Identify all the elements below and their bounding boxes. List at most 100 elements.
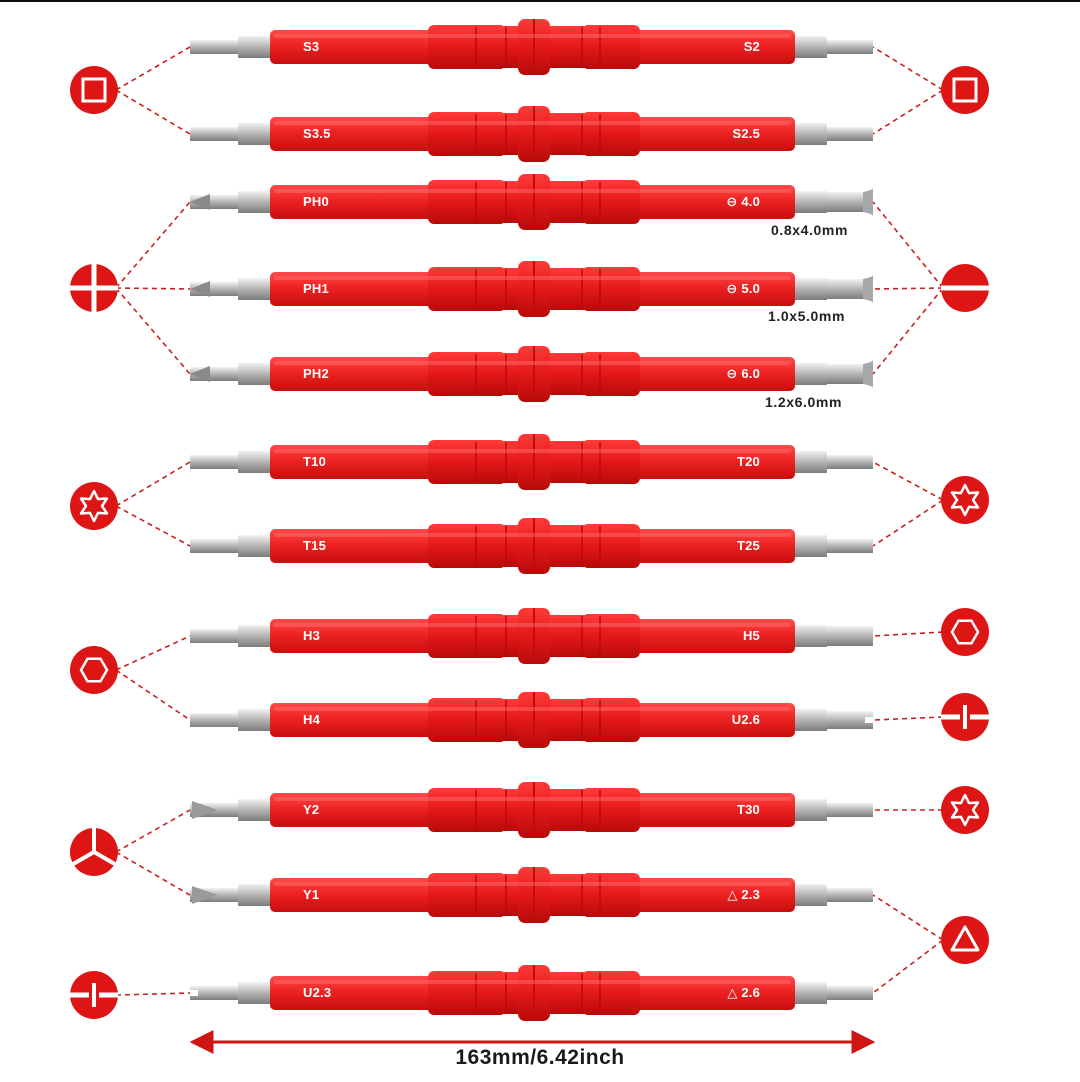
bit-12-left-label: U2.3 (303, 985, 332, 1000)
dashed-line (115, 635, 191, 671)
right-tip-torx (827, 539, 873, 553)
icons-layer (70, 66, 989, 1019)
left-tri-wing-icon-5 (70, 828, 118, 876)
bit-4 (190, 261, 873, 317)
bit-1-right-label: S2 (743, 39, 760, 54)
dashed-line (872, 287, 944, 290)
right-tip-fork (827, 711, 873, 729)
flat-blade (863, 188, 873, 216)
left-tip-torx (190, 539, 238, 553)
flat-blade (863, 275, 873, 303)
bit-7-left-label: T15 (303, 538, 327, 553)
right-flat-slot-icon-2 (941, 264, 989, 312)
dashed-connectors (115, 46, 944, 996)
dashed-line (872, 287, 944, 375)
left-tip-hex (190, 713, 238, 727)
flat-blade (863, 360, 873, 388)
left-tip-torx (190, 455, 238, 469)
bit-10-right-label: T30 (736, 802, 760, 817)
bit-8-right-label: H5 (742, 628, 760, 643)
bit-12-right-label: △ 2.6 (727, 985, 760, 1000)
bit-1-left-label: S3 (303, 39, 320, 54)
right-shaft (795, 799, 827, 821)
bit-7-right-label: T25 (736, 538, 760, 553)
bit-5-left-label: PH2 (303, 366, 329, 381)
right-shaft (795, 278, 827, 300)
left-shaft (238, 363, 270, 385)
spec-label-2: 1.0x5.0mm (768, 308, 846, 324)
right-shaft (795, 36, 827, 58)
phillips-point (190, 281, 210, 297)
left-shaft (238, 191, 270, 213)
right-square-icon-1 (941, 66, 989, 114)
right-tip-hex (827, 626, 873, 646)
phillips-point (190, 194, 210, 210)
right-fork-icon-5 (941, 693, 989, 741)
left-tip-hex (190, 629, 238, 643)
dashed-line (115, 851, 191, 896)
right-hex-icon-4 (941, 608, 989, 656)
left-shaft (238, 799, 270, 821)
left-square-icon-1 (70, 66, 118, 114)
left-phillips-icon-2 (70, 264, 118, 312)
right-tip-flat (827, 279, 873, 299)
left-shaft (238, 709, 270, 731)
left-shaft (238, 36, 270, 58)
dashed-line (115, 669, 191, 721)
dashed-line (872, 461, 944, 501)
dashed-line (872, 631, 944, 637)
left-torx-icon-3 (70, 482, 118, 530)
right-shaft (795, 363, 827, 385)
bit-9-left-label: H4 (303, 712, 321, 727)
bit-6-right-label: T20 (736, 454, 760, 469)
dimension-label: 163mm/6.42inch (455, 1046, 625, 1069)
dashed-line (115, 809, 191, 853)
dashed-line (115, 287, 191, 375)
dashed-line (872, 46, 944, 91)
left-shaft (238, 278, 270, 300)
bit-6-left-label: T10 (303, 454, 327, 469)
dashed-line (872, 716, 944, 721)
bit-6 (190, 434, 873, 490)
spec-label-1: 0.8x4.0mm (771, 222, 849, 238)
bit-11-right-label: △ 2.3 (727, 887, 760, 902)
bit-11 (190, 867, 873, 923)
dashed-line (115, 461, 191, 507)
dashed-line (872, 499, 944, 547)
dashed-line (115, 505, 191, 547)
dashed-line (115, 287, 191, 290)
bit-11-left-label: Y1 (303, 887, 320, 902)
right-shaft (795, 451, 827, 473)
right-tip-torx (827, 803, 873, 817)
tri-wing-point (192, 801, 218, 819)
bit-5 (190, 346, 873, 402)
right-shaft (795, 625, 827, 647)
fork-notch (865, 717, 873, 723)
spec-label-3: 1.2x6.0mm (765, 394, 843, 410)
left-hex-icon-4 (70, 646, 118, 694)
right-tip-torx (827, 455, 873, 469)
left-shaft (238, 123, 270, 145)
left-fork-icon-6 (70, 971, 118, 1019)
bit-10-left-label: Y2 (303, 802, 320, 817)
dashed-line (115, 201, 191, 289)
right-tip-triangle (827, 986, 873, 1000)
bit-4-left-label: PH1 (303, 281, 329, 296)
right-shaft (795, 884, 827, 906)
bit-10 (190, 782, 873, 838)
bit-2 (190, 106, 873, 162)
right-tip-slot (827, 127, 873, 141)
top-border-line (0, 0, 1080, 2)
left-shaft (238, 884, 270, 906)
dashed-line (115, 89, 191, 135)
dashed-line (115, 992, 191, 996)
bit-8-left-label: H3 (303, 628, 321, 643)
left-shaft (238, 625, 270, 647)
bit-2-left-label: S3.5 (303, 126, 331, 141)
bit-5-right-label: ⊖ 6.0 (726, 366, 760, 381)
bit-3-right-label: ⊖ 4.0 (726, 194, 760, 209)
right-shaft (795, 709, 827, 731)
left-tip-fork (190, 986, 238, 1000)
right-torx-icon-3 (941, 476, 989, 524)
bit-7 (190, 518, 873, 574)
